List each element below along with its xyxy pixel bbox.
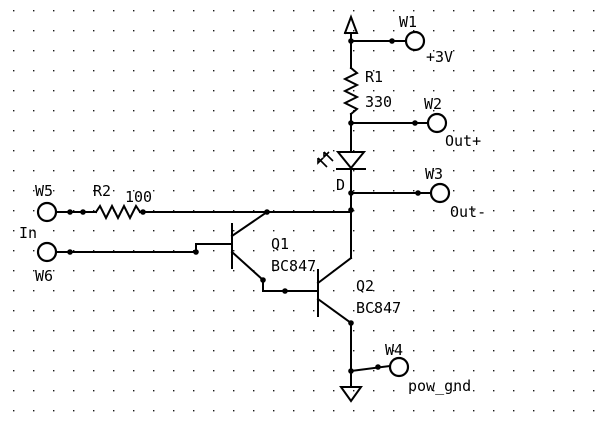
r2-value-label: 100 <box>125 188 152 206</box>
r1-resistor <box>342 66 360 116</box>
w1-ref-label: W1 <box>399 13 417 31</box>
terminal-w5 <box>36 201 58 223</box>
terminal-w6 <box>36 241 58 263</box>
power-symbol <box>343 14 359 35</box>
r2-resistor <box>94 203 142 221</box>
w2-ref-label: W2 <box>424 95 442 113</box>
q2-transistor <box>316 211 353 325</box>
w3-net-label: Out- <box>450 203 486 221</box>
q1-part-label: BC847 <box>271 257 316 275</box>
q2-part-label: BC847 <box>356 299 401 317</box>
terminal-w4 <box>388 356 410 378</box>
w2-net-label: Out+ <box>445 132 481 150</box>
led-pin-label: D <box>336 176 345 194</box>
junction-dots <box>67 38 421 374</box>
w3-ref-label: W3 <box>425 165 443 183</box>
grid-dots <box>13 10 595 412</box>
terminal-w3 <box>429 182 451 204</box>
w5-ref-label: W5 <box>35 182 53 200</box>
terminal-w1 <box>404 30 426 52</box>
q1-transistor <box>230 210 319 292</box>
terminal-w2 <box>426 112 448 134</box>
w4-ref-label: W4 <box>385 341 403 359</box>
w6-net-label: In <box>19 224 37 242</box>
w1-net-label: +3V <box>426 48 453 66</box>
w4-net-label: pow_gnd <box>408 377 471 395</box>
led-symbol <box>317 151 367 170</box>
r1-ref-label: R1 <box>365 68 383 86</box>
q2-ref-label: Q2 <box>356 277 374 295</box>
ground-symbol <box>339 386 363 403</box>
q1-ref-label: Q1 <box>271 235 289 253</box>
r2-ref-label: R2 <box>93 182 111 200</box>
w6-ref-label: W6 <box>35 267 53 285</box>
w4-wire <box>349 364 392 373</box>
r1-value-label: 330 <box>365 93 392 111</box>
